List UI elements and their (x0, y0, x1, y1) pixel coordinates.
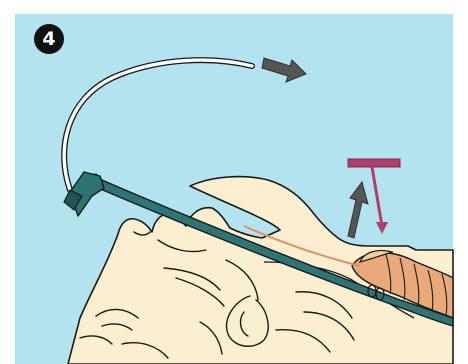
step-number-badge: 4 (34, 24, 64, 54)
